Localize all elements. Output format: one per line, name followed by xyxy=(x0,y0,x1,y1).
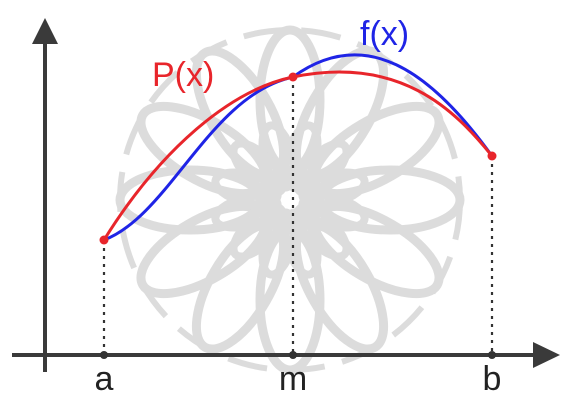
tick-dot-a xyxy=(100,351,108,359)
axes xyxy=(12,18,560,372)
tick-dot-m xyxy=(289,351,297,359)
watermark-inner-petal xyxy=(298,168,369,209)
watermark-rosette xyxy=(115,25,465,375)
x-axis-arrowhead xyxy=(533,342,560,368)
tick-label-a: a xyxy=(95,360,114,394)
watermark-petal xyxy=(309,101,444,199)
node-b xyxy=(487,151,497,161)
guide-lines xyxy=(102,77,494,355)
y-axis-arrowhead xyxy=(32,18,58,44)
label-p-x: P(x) xyxy=(152,56,214,94)
tick-label-b: b xyxy=(483,360,502,394)
label-f-x: f(x) xyxy=(360,15,409,53)
node-a xyxy=(99,235,109,245)
watermark-ring xyxy=(117,27,463,373)
watermark-petal xyxy=(255,25,325,175)
tick-dot-b xyxy=(488,351,496,359)
node-m xyxy=(288,72,298,82)
tick-label-m: m xyxy=(279,360,307,394)
